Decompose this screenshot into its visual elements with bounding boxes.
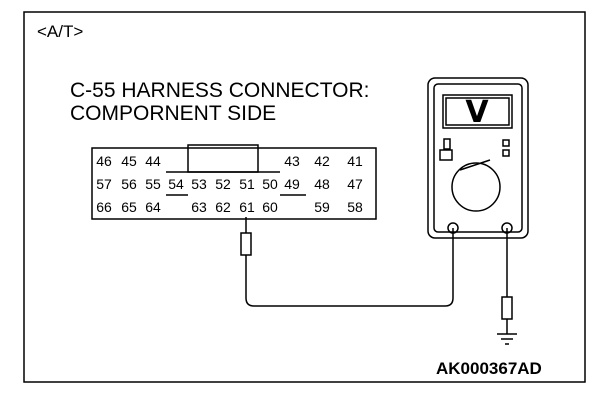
pin-43: 43 bbox=[284, 153, 300, 169]
pin-66: 66 bbox=[96, 199, 112, 215]
pin-44: 44 bbox=[145, 153, 161, 169]
pin-61: 61 bbox=[239, 199, 255, 215]
pin-53: 53 bbox=[191, 176, 207, 192]
ground-wire bbox=[501, 228, 513, 334]
pin-65: 65 bbox=[121, 199, 137, 215]
pin-48: 48 bbox=[314, 176, 330, 192]
ground-icon bbox=[497, 333, 517, 345]
pin-49: 49 bbox=[284, 176, 300, 192]
figure-frame bbox=[23, 11, 586, 383]
pin-57: 57 bbox=[96, 176, 112, 192]
pin-60: 60 bbox=[262, 199, 278, 215]
pin-46: 46 bbox=[96, 153, 112, 169]
pin-56: 56 bbox=[121, 176, 137, 192]
pin-47: 47 bbox=[347, 176, 363, 192]
pin-58: 58 bbox=[347, 199, 363, 215]
pin-59: 59 bbox=[314, 199, 330, 215]
pin-64: 64 bbox=[145, 199, 161, 215]
volt-icon: V bbox=[465, 95, 489, 130]
pin-42: 42 bbox=[314, 153, 330, 169]
figure-id: AK000367AD bbox=[436, 359, 542, 378]
pin-41: 41 bbox=[347, 153, 363, 169]
pin-62: 62 bbox=[215, 199, 231, 215]
probe-wire bbox=[240, 217, 454, 307]
pin-55: 55 bbox=[145, 176, 161, 192]
pin-54: 54 bbox=[168, 176, 184, 192]
pin-45: 45 bbox=[121, 153, 137, 169]
connector-housing bbox=[91, 144, 377, 220]
pin-51: 51 bbox=[239, 176, 255, 192]
title-line-2: COMPORNENT SIDE bbox=[70, 102, 276, 125]
title-line-1: C-55 HARNESS CONNECTOR: bbox=[70, 79, 370, 102]
voltmeter bbox=[427, 77, 529, 239]
pin-50: 50 bbox=[262, 176, 278, 192]
pin-63: 63 bbox=[191, 199, 207, 215]
header-tag: <A/T> bbox=[37, 22, 83, 41]
pin-52: 52 bbox=[215, 176, 231, 192]
connector-pins: 46 45 44 43 42 41 57 56 55 54 53 52 51 5… bbox=[96, 153, 363, 215]
